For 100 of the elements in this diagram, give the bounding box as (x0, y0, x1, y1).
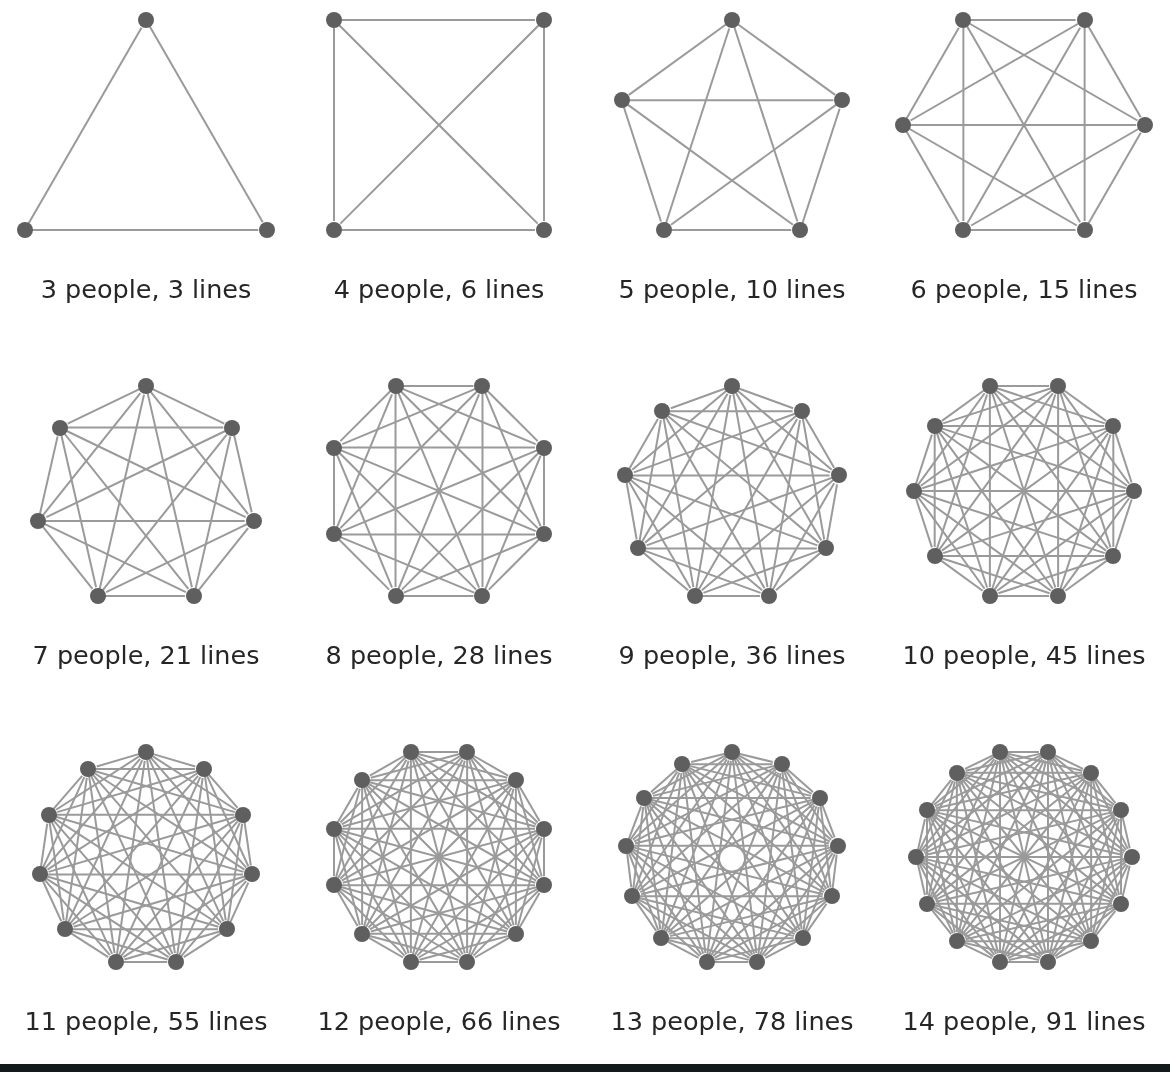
vertex-dot (16, 222, 33, 238)
vertex-dot (834, 92, 851, 109)
vertex-dot (636, 790, 653, 806)
vertex-dot (235, 806, 252, 823)
vertex-dot (981, 378, 998, 394)
vertex-dot (326, 820, 342, 837)
vertex-dot (1039, 744, 1056, 760)
vertex-dot (655, 222, 672, 238)
caption: 14 people, 91 lines (902, 1005, 1146, 1037)
vertex-dot (244, 866, 261, 883)
vertex-dot (402, 744, 419, 760)
vertex-dot (507, 772, 524, 789)
vertex-dot (654, 403, 671, 420)
vertex-dot (536, 439, 552, 456)
vertex-dot (195, 761, 212, 777)
vertex-dot (1113, 895, 1130, 912)
caption: 6 people, 15 lines (910, 273, 1138, 305)
vertex-dot (224, 419, 241, 436)
vertex-dot (724, 378, 740, 394)
vertex-dot (326, 222, 342, 238)
vertex-dot (698, 954, 715, 970)
caption: 13 people, 78 lines (610, 1005, 854, 1037)
vertex-dot (354, 772, 371, 789)
vertex-dot (168, 954, 185, 970)
vertex-dot (955, 222, 972, 238)
vertex-dot (474, 378, 491, 394)
vertex-dot (823, 888, 840, 905)
vertex-dot (829, 837, 846, 854)
vertex-dot (402, 954, 419, 970)
vertex-dot (908, 849, 925, 865)
vertex-dot (955, 12, 972, 28)
vertex-dot (624, 888, 641, 905)
vertex-dot (948, 764, 965, 781)
vertex-dot (724, 12, 740, 28)
vertex-dot (773, 756, 790, 773)
vertex-dot (1137, 117, 1154, 133)
vertex-dot (618, 837, 635, 854)
vertex-dot (817, 540, 834, 557)
vertex-dot (1076, 12, 1093, 28)
vertex-dot (905, 483, 922, 499)
vertex-dot (245, 513, 262, 530)
vertex-dot (1126, 483, 1143, 499)
vertex-dot (926, 547, 943, 564)
vertex-dot (992, 744, 1009, 760)
vertex-dot (1039, 954, 1056, 970)
vertex-dot (811, 790, 828, 806)
vertex-dot (792, 222, 809, 238)
vertex-dot (259, 222, 276, 238)
vertex-dot (536, 12, 552, 28)
vertex-dot (326, 526, 342, 543)
vertex-dot (31, 866, 48, 883)
vertex-dot (536, 820, 552, 837)
vertex-dot (1105, 418, 1122, 435)
vertex-dot (617, 467, 634, 484)
vertex-dot (1076, 222, 1093, 238)
vertex-dot (1113, 802, 1130, 819)
caption: 12 people, 66 lines (317, 1005, 561, 1037)
vertex-dot (1083, 933, 1100, 950)
vertex-dot (918, 802, 935, 819)
caption: 3 people, 3 lines (40, 273, 252, 305)
vertex-dot (459, 744, 476, 760)
vertex-dot (749, 954, 766, 970)
vertex-dot (761, 588, 777, 604)
vertex-dot (1083, 764, 1100, 781)
vertex-dot (326, 439, 342, 456)
caption: 5 people, 10 lines (618, 273, 846, 305)
vertex-dot (830, 467, 847, 484)
vertex-dot (459, 954, 476, 970)
vertex-dot (219, 921, 235, 938)
vertex-dot (138, 12, 154, 28)
vertex-dot (90, 588, 107, 604)
vertex-dot (794, 930, 811, 947)
vertex-dot (107, 954, 124, 970)
vertex-dot (536, 877, 552, 894)
vertex-dot (138, 378, 154, 394)
vertex-dot (1123, 849, 1140, 865)
vertex-dot (354, 925, 371, 942)
vertex-dot (474, 588, 491, 604)
vertex-dot (326, 877, 342, 894)
vertex-dot (138, 744, 154, 760)
vertex-dot (1105, 547, 1122, 564)
vertex-dot (536, 222, 552, 238)
vertex-dot (918, 895, 935, 912)
vertex-dot (724, 744, 740, 760)
vertex-dot (30, 513, 47, 530)
vertex-dot (1050, 378, 1067, 394)
caption: 10 people, 45 lines (902, 639, 1146, 671)
vertex-dot (40, 806, 57, 823)
caption: 9 people, 36 lines (618, 639, 846, 671)
vertex-dot (507, 925, 524, 942)
vertex-dot (536, 526, 552, 543)
vertex-dot (992, 954, 1009, 970)
vertex-dot (653, 930, 670, 947)
vertex-dot (80, 761, 97, 777)
caption: 11 people, 55 lines (24, 1005, 268, 1037)
vertex-dot (674, 756, 691, 773)
caption: 8 people, 28 lines (325, 639, 553, 671)
vertex-dot (387, 588, 404, 604)
vertex-dot (57, 921, 73, 938)
vertex-dot (185, 588, 202, 604)
